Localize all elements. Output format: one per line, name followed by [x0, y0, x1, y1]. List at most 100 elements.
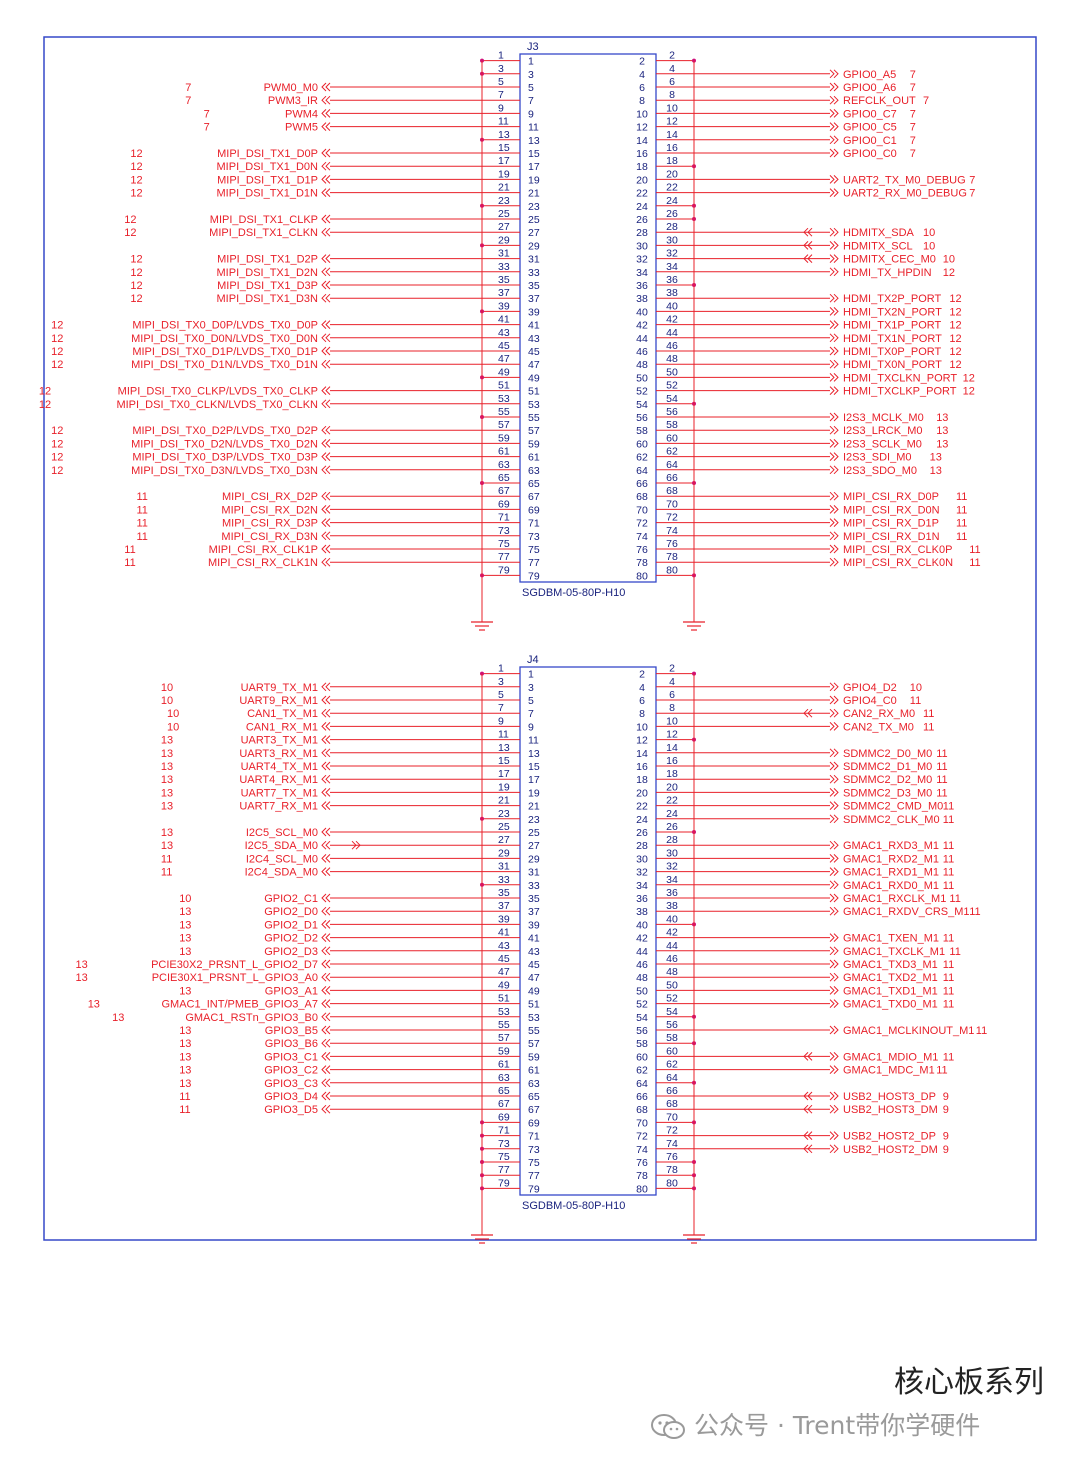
pin-number-inner: 32: [636, 254, 648, 266]
net-port-arrow: [829, 227, 835, 237]
net-label: HDMI_TX_HPDIN: [843, 267, 932, 279]
pin-number-inner: 58: [636, 1038, 648, 1050]
pin-number-inner: 30: [636, 853, 648, 865]
pin-number-inner: 33: [528, 267, 540, 279]
net-port-arrow: [321, 109, 327, 118]
net-label: GPIO0_A6: [843, 82, 896, 94]
pin-number-outer: 62: [666, 1059, 678, 1071]
pin-number-outer: 44: [666, 327, 678, 339]
caption-title: 核心板系列: [894, 1365, 1044, 1400]
net-port-arrow: [355, 840, 361, 850]
net-page-ref: 12: [51, 438, 63, 450]
net-page-ref: 12: [949, 359, 961, 371]
pin-number-outer: 12: [666, 729, 678, 741]
pin-number-outer: 59: [498, 432, 510, 444]
pin-number-inner: 31: [528, 254, 540, 266]
net-label: GMAC1_INT/PMEB_GPIO3_A7: [162, 999, 319, 1011]
pin-number-inner: 43: [528, 946, 540, 958]
pin-number-outer: 75: [498, 538, 510, 550]
pin-number-inner: 66: [636, 478, 648, 490]
net-port-arrow: [325, 425, 331, 435]
net-port-arrow: [325, 761, 331, 771]
net-label: HDMI_TXCLKP_PORT: [843, 386, 957, 398]
pin-number-outer: 8: [669, 89, 675, 101]
net-page-ref: 11: [969, 544, 980, 556]
pin-number-outer: 2: [669, 50, 675, 62]
net-port-arrow: [325, 320, 331, 329]
net-port-arrow: [833, 1065, 839, 1074]
net-port-arrow: [829, 82, 835, 92]
net-label: PWM5: [285, 122, 318, 134]
pin-number-outer: 10: [666, 102, 678, 114]
pin-number-outer: 18: [666, 768, 678, 780]
ground-symbol: [471, 1217, 493, 1244]
pin-number-outer: 42: [666, 314, 678, 326]
net-port-arrow: [833, 175, 839, 184]
pin-number-inner: 41: [528, 320, 540, 332]
net-port-arrow: [833, 491, 839, 501]
net-page-ref: 12: [130, 293, 142, 305]
pin-number-outer: 16: [666, 755, 678, 767]
pin-number-outer: 23: [498, 808, 510, 820]
net-port-arrow: [833, 893, 839, 903]
net-port-arrow: [325, 491, 331, 501]
pin-number-outer: 69: [498, 498, 510, 510]
net-label: GPIO0_C0: [843, 148, 897, 160]
pin-number-inner: 76: [636, 1157, 648, 1169]
net-port-arrow: [829, 531, 835, 541]
net-label: GMAC1_RXDV_CRS_M1: [843, 906, 970, 918]
net-label: PWM3_IR: [268, 95, 318, 107]
pin-number-outer: 72: [666, 512, 678, 524]
net-port-arrow: [833, 109, 839, 118]
net-port-arrow: [321, 333, 327, 343]
net-port-arrow: [321, 827, 327, 837]
pin-number-inner: 8: [639, 708, 645, 720]
net-label: PCIE30X2_PRSNT_L_GPIO2_D7: [151, 959, 318, 971]
net-port-arrow: [833, 241, 839, 250]
pin-number-inner: 29: [528, 240, 540, 252]
pin-number-outer: 79: [498, 1177, 510, 1189]
net-port-arrow: [325, 906, 331, 916]
net-page-ref: 11: [943, 972, 954, 984]
net-port-arrow: [833, 425, 839, 435]
net-port-arrow: [829, 999, 835, 1008]
net-page-ref: 12: [949, 333, 961, 345]
pin-number-inner: 37: [528, 293, 540, 305]
pin-number-inner: 40: [636, 919, 648, 931]
net-port-arrow: [829, 69, 835, 79]
pin-number-outer: 76: [666, 538, 678, 550]
pin-number-outer: 41: [498, 314, 510, 326]
pin-number-outer: 14: [666, 742, 678, 754]
net-port-arrow: [803, 1091, 809, 1101]
net-label: MIPI_DSI_TX0_D1N/LVDS_TX0_D1N: [131, 359, 318, 371]
net-port-arrow: [325, 333, 331, 343]
net-port-arrow: [833, 254, 839, 263]
connector-body: [519, 666, 657, 1196]
pin-number-outer: 39: [498, 913, 510, 925]
pin-number-outer: 3: [498, 676, 504, 688]
net-port-arrow: [325, 695, 331, 705]
net-label: REFCLK_OUT: [843, 95, 916, 107]
pin-number-outer: 6: [669, 689, 675, 701]
net-port-arrow: [321, 1025, 327, 1035]
pin-number-outer: 59: [498, 1045, 510, 1057]
pin-number-inner: 42: [636, 320, 648, 332]
net-page-ref: 11: [943, 880, 954, 892]
net-port-arrow: [321, 175, 327, 184]
net-label: MIPI_DSI_TX0_CLKP/LVDS_TX0_CLKP: [118, 386, 318, 398]
pin-number-outer: 45: [498, 953, 510, 965]
pin-number-inner: 75: [528, 1157, 540, 1169]
net-port-arrow: [321, 920, 327, 929]
net-port-arrow: [325, 346, 331, 356]
net-port-arrow: [833, 307, 839, 316]
net-label: UART2_TX_M0_DEBUG: [843, 174, 966, 186]
net-page-ref: 13: [76, 959, 88, 971]
pin-number-inner: 66: [636, 1091, 648, 1103]
pin-number-inner: 21: [528, 801, 540, 813]
ground-symbol: [683, 604, 705, 631]
net-label: GPIO0_C7: [843, 108, 897, 120]
net-page-ref: 7: [969, 174, 975, 186]
net-page-ref: 12: [130, 280, 142, 292]
pin-number-inner: 15: [528, 148, 540, 160]
net-port-arrow: [833, 788, 839, 797]
